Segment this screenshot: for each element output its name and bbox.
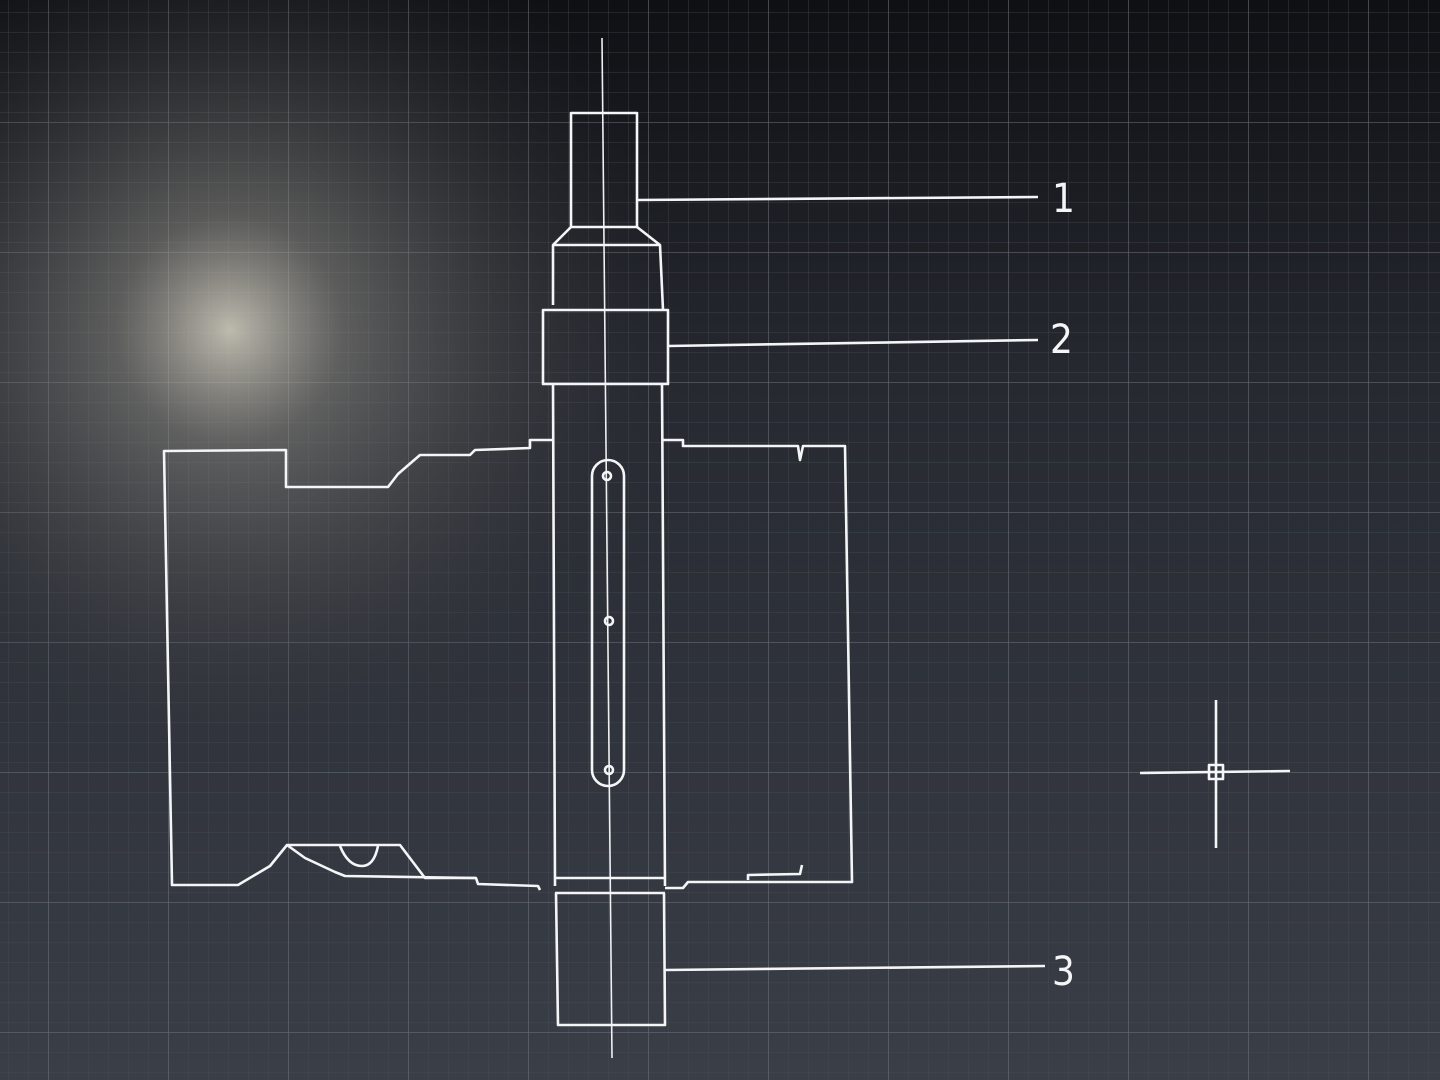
housing-body — [162, 438, 854, 895]
center-axis-line — [601, 37, 613, 1059]
callout-3: 3 — [664, 949, 1075, 995]
shaft-top-part — [551, 111, 665, 311]
callout-2: 2 — [667, 317, 1073, 363]
callout-label-3: 3 — [1052, 949, 1075, 995]
crosshair-cursor-icon — [1139, 700, 1291, 848]
callout-label-2: 2 — [1050, 317, 1073, 363]
callout-label-1: 1 — [1052, 176, 1075, 222]
shaft-bottom-part — [554, 892, 667, 1027]
collar-part — [541, 308, 670, 386]
main-shaft — [551, 383, 667, 887]
callout-1: 1 — [636, 176, 1075, 222]
